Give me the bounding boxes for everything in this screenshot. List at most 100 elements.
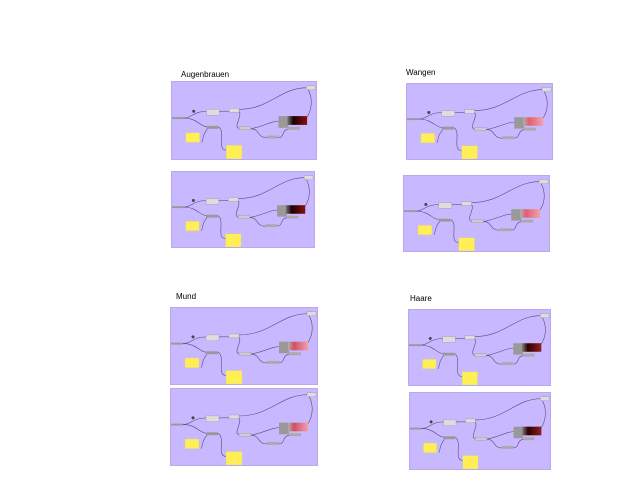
node-graph-screenshot xyxy=(406,83,553,160)
gradient-preview xyxy=(520,209,541,218)
node xyxy=(305,85,316,90)
wire xyxy=(183,110,207,119)
gradient-preview xyxy=(288,422,308,432)
node xyxy=(228,414,240,419)
gradient-preview xyxy=(287,116,308,125)
section-title-mund: Mund xyxy=(176,292,197,301)
wire xyxy=(217,215,226,239)
node-input xyxy=(407,118,419,121)
wire xyxy=(437,355,444,370)
panel-list xyxy=(461,371,478,385)
gradient-node xyxy=(277,205,287,217)
wire xyxy=(474,89,545,111)
node-input xyxy=(171,342,183,345)
node-point xyxy=(191,335,195,339)
wire xyxy=(249,209,279,218)
wire xyxy=(183,200,207,208)
wire xyxy=(218,126,227,151)
wire xyxy=(182,343,207,353)
wire xyxy=(483,213,514,222)
node xyxy=(438,202,452,209)
gradient-node xyxy=(279,341,289,354)
gradient-node xyxy=(513,343,523,355)
gradient-preview xyxy=(288,341,308,351)
node-point xyxy=(424,203,428,206)
node xyxy=(540,396,550,401)
gradient-preview xyxy=(522,426,542,436)
node xyxy=(442,336,456,343)
panel-list xyxy=(226,145,243,159)
wire xyxy=(433,221,440,236)
wire xyxy=(418,118,442,128)
node xyxy=(441,110,455,117)
node-input xyxy=(409,344,421,347)
wire xyxy=(238,394,310,417)
wire xyxy=(278,128,291,138)
node xyxy=(538,179,549,184)
node-graph-screenshot xyxy=(408,309,551,386)
node xyxy=(464,109,475,114)
wire xyxy=(438,438,445,453)
wire xyxy=(249,217,268,227)
panel-note xyxy=(422,359,437,370)
wire xyxy=(421,428,444,438)
wire xyxy=(472,112,477,130)
node xyxy=(267,441,279,445)
gradient-node xyxy=(278,116,289,128)
node xyxy=(540,313,550,318)
wire xyxy=(453,127,462,151)
panel-list xyxy=(225,370,243,384)
node-graph-screenshot xyxy=(409,392,551,470)
wire xyxy=(183,117,207,128)
node xyxy=(524,127,537,131)
wire xyxy=(511,221,524,231)
panel-list xyxy=(462,455,479,469)
wire xyxy=(415,204,439,212)
node xyxy=(502,445,514,449)
wire xyxy=(454,353,463,377)
wire xyxy=(471,181,542,203)
node xyxy=(521,219,534,223)
wire xyxy=(250,128,269,138)
node xyxy=(266,135,279,139)
node-point xyxy=(191,199,195,202)
node xyxy=(306,311,317,316)
node-input xyxy=(404,210,416,213)
wire xyxy=(238,177,307,199)
node xyxy=(442,352,455,356)
wire xyxy=(235,200,241,218)
node xyxy=(438,218,451,222)
node xyxy=(499,228,512,232)
wire xyxy=(421,421,444,429)
node xyxy=(461,201,472,206)
wire xyxy=(183,206,207,216)
wire xyxy=(200,434,208,449)
node xyxy=(443,436,456,440)
node xyxy=(502,136,515,140)
wire xyxy=(277,217,289,227)
node xyxy=(238,126,252,130)
panel-list xyxy=(225,233,242,247)
node xyxy=(289,352,301,356)
panel-note xyxy=(185,221,200,232)
panel-list xyxy=(458,237,475,251)
wire xyxy=(513,438,526,449)
node xyxy=(474,353,487,357)
wire xyxy=(513,355,525,365)
wire xyxy=(475,398,543,421)
wire xyxy=(450,219,459,243)
node-graph-screenshot xyxy=(403,175,550,252)
node xyxy=(206,109,220,116)
wire xyxy=(420,338,443,346)
node xyxy=(206,351,218,355)
wire xyxy=(238,313,310,336)
panel-note xyxy=(423,442,437,453)
wire xyxy=(278,353,292,364)
node-point xyxy=(192,109,196,113)
gradient-node xyxy=(279,422,289,435)
gradient-node xyxy=(513,426,524,439)
node xyxy=(228,333,240,338)
node-graph-screenshot xyxy=(171,171,315,248)
wire xyxy=(474,315,543,337)
node xyxy=(205,415,220,422)
